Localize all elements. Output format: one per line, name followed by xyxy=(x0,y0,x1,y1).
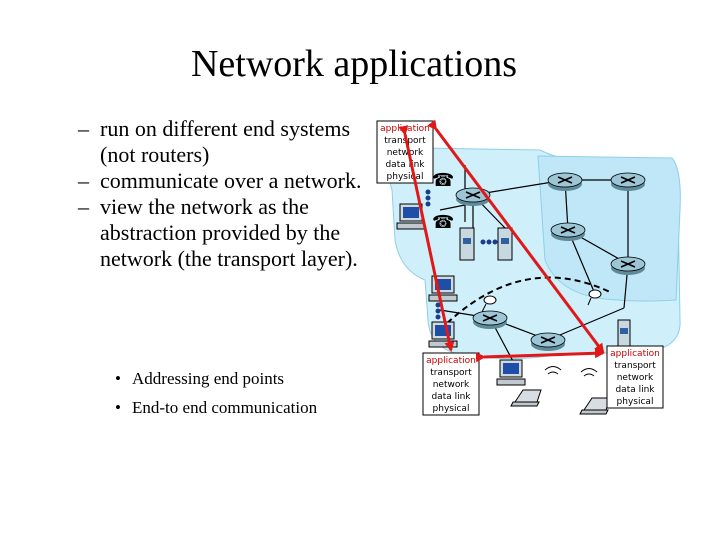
modem-dots xyxy=(425,189,431,207)
sub-bullet-text: Addressing end points xyxy=(132,369,285,388)
sub-bullet-item: • Addressing end points xyxy=(112,364,372,393)
arrow-top-to-left xyxy=(398,125,455,352)
sub-bullet-list: • Addressing end points • End-to end com… xyxy=(112,364,372,422)
sub-bullet-item: • End-to end communication xyxy=(112,393,372,422)
stack-layer-physical: physical xyxy=(617,397,654,407)
desktop-computer-icon xyxy=(496,359,526,386)
stack-layer-network: network xyxy=(617,373,654,383)
bullet-dot: • xyxy=(115,369,121,388)
stack-layer-data-link: data link xyxy=(431,392,471,402)
stack-layer-physical: physical xyxy=(433,404,470,414)
bullet-dash: – xyxy=(78,116,89,141)
stack-layer-application: application xyxy=(610,349,660,359)
bullet-item: – communicate over a network. xyxy=(78,168,368,194)
wireless-icon xyxy=(580,368,598,377)
router-icon xyxy=(530,332,566,351)
stack-layer-transport: transport xyxy=(614,361,656,371)
modem-dots xyxy=(435,302,441,320)
bullet-text: run on different end systems (not router… xyxy=(100,116,351,167)
bullet-dash: – xyxy=(78,168,89,193)
stack-layer-data-link: data link xyxy=(385,160,425,170)
server-icon xyxy=(617,319,631,347)
app-communication-arrows xyxy=(398,119,605,363)
stack-layer-application: application xyxy=(426,356,476,366)
sub-bullet-text: End-to end communication xyxy=(132,398,318,417)
stack-layer-transport: transport xyxy=(430,368,472,378)
stack-box xyxy=(606,345,664,409)
bullet-dot: • xyxy=(115,398,121,417)
stack-layer-data-link: data link xyxy=(615,385,655,395)
arrow-left-to-right xyxy=(475,348,605,363)
router-icon xyxy=(455,187,491,206)
server-icon xyxy=(459,227,475,261)
router-icon xyxy=(547,172,583,191)
stack-layer-application: application xyxy=(380,124,430,134)
server-icon xyxy=(497,227,513,261)
desktop-computer-icon xyxy=(428,275,458,302)
wireless-icon xyxy=(544,366,562,375)
bullet-list: – run on different end systems (not rout… xyxy=(78,116,368,272)
desktop-computer-icon xyxy=(428,321,458,348)
stack-box xyxy=(422,352,480,416)
phone-icon: ☎ xyxy=(432,212,454,233)
router-icon xyxy=(550,222,586,241)
bullet-dash: – xyxy=(78,194,89,219)
protocol-stack-bottom-right: application transport network data link … xyxy=(606,345,664,409)
bullet-text: communicate over a network. xyxy=(100,168,362,193)
stack-layer-physical: physical xyxy=(387,172,424,182)
bullet-item: – view the network as the abstraction pr… xyxy=(78,194,368,272)
router-icon xyxy=(610,172,646,191)
bullet-text: view the network as the abstraction prov… xyxy=(100,194,358,271)
stack-layer-network: network xyxy=(433,380,470,390)
protocol-stack-top: application transport network data link … xyxy=(376,120,434,184)
arrow-top-to-right xyxy=(427,119,605,354)
modem-dots xyxy=(480,239,498,245)
stack-layer-network: network xyxy=(387,148,424,158)
protocol-stack-bottom-left: application transport network data link … xyxy=(422,352,480,416)
bullet-item: – run on different end systems (not rout… xyxy=(78,116,368,168)
router-icon xyxy=(610,256,646,275)
router-icon xyxy=(472,310,508,329)
laptop-icon xyxy=(579,397,611,415)
phone-icon: ☎ xyxy=(432,170,454,191)
slide-title: Network applications xyxy=(190,43,518,85)
laptop-icon xyxy=(510,389,542,407)
